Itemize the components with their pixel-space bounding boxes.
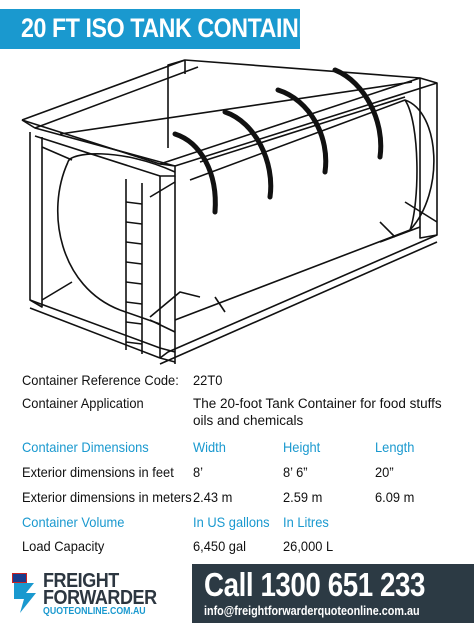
gallons-header: In US gallons — [193, 514, 270, 530]
freight-arrow-icon — [14, 583, 36, 613]
tank-container-illustration — [21, 59, 438, 365]
feet-label: Exterior dimensions in feet — [22, 464, 174, 480]
reference-label: Container Reference Code: — [22, 372, 179, 388]
phone-number[interactable]: Call 1300 651 233 — [204, 566, 425, 603]
meters-length: 6.09 m — [375, 489, 415, 505]
volume-header-label: Container Volume — [22, 514, 125, 530]
page-title: 20 FT ISO TANK CONTAINER — [21, 13, 330, 43]
title-banner: 20 FT ISO TANK CONTAINER — [0, 9, 330, 49]
logo-website: QUOTEONLINE.COM.AU — [43, 606, 146, 617]
meters-label: Exterior dimensions in meters — [22, 489, 192, 505]
reference-value: 22T0 — [193, 372, 223, 388]
feet-width: 8’ — [193, 464, 204, 480]
logo-line-freight: FREIGHT — [43, 570, 119, 592]
dimensions-header-label: Container Dimensions — [22, 439, 149, 455]
feet-length: 20” — [375, 464, 394, 480]
application-label: Container Application — [22, 395, 144, 411]
logo-line-forwarder: FORWARDER — [43, 587, 157, 609]
meters-height: 2.59 m — [283, 489, 323, 505]
height-header: Height — [283, 439, 321, 455]
load-label: Load Capacity — [22, 538, 105, 554]
load-litres: 26,000 L — [283, 538, 334, 554]
width-header: Width — [193, 439, 226, 455]
email-address[interactable]: info@freightforwarderquoteonline.com.au — [204, 603, 420, 618]
litres-header: In Litres — [283, 514, 329, 530]
length-header: Length — [375, 439, 415, 455]
application-value: The 20-foot Tank Container for food stuf… — [193, 396, 442, 428]
contact-panel: Call 1300 651 233 info@freightforwarderq… — [192, 564, 474, 623]
load-gallons: 6,450 gal — [193, 538, 247, 554]
footer: FREIGHT FORWARDER QUOTEONLINE.COM.AU Cal… — [0, 562, 474, 623]
feet-height: 8’ 6” — [283, 464, 308, 480]
meters-width: 2.43 m — [193, 489, 233, 505]
company-logo: FREIGHT FORWARDER QUOTEONLINE.COM.AU — [6, 567, 186, 619]
australian-flag-icon — [12, 573, 27, 583]
